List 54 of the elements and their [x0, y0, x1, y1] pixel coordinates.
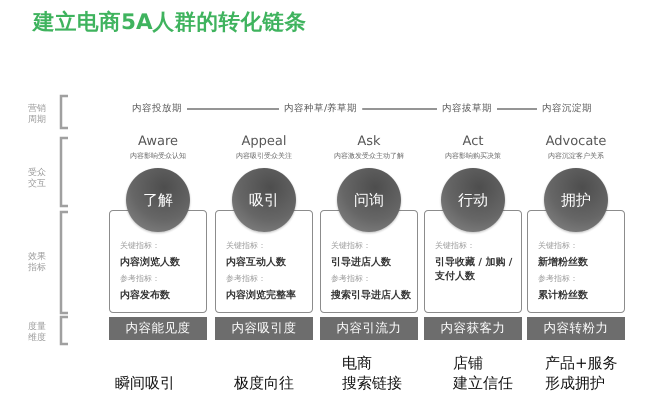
connector-line — [187, 108, 279, 110]
row-label: 营销周期 — [28, 104, 47, 126]
stage-circle: 吸引 — [232, 168, 296, 232]
stage-heading: Ask — [357, 134, 381, 149]
row-label: 度量维度 — [28, 322, 47, 344]
note-text: 建立信任 — [453, 374, 513, 392]
metric-bar: 内容获客力 — [424, 317, 522, 340]
note-text: 产品+服务 — [545, 354, 618, 372]
metric-label: 参考指标： — [538, 273, 579, 285]
metric-card — [109, 210, 207, 313]
metric-value: 累计粉丝数 — [538, 289, 589, 303]
stage-circle: 问询 — [337, 168, 401, 232]
note-text: 形成拥护 — [545, 374, 605, 392]
metric-label: 参考指标： — [120, 273, 161, 285]
metric-card — [527, 210, 625, 313]
stage-circle: 拥护 — [544, 168, 608, 232]
metric-card — [424, 210, 522, 313]
row-label: 效果指标 — [28, 252, 47, 274]
metric-bar: 内容吸引度 — [215, 317, 313, 340]
metric-label: 参考指标： — [331, 273, 372, 285]
metric-value: 引导收藏 / 加购 / 支付人数 — [435, 256, 514, 284]
connector-line — [497, 108, 537, 110]
metric-value: 搜索引导进店人数 — [331, 289, 412, 303]
page-title: 建立电商5A人群的转化链条 — [33, 9, 307, 37]
metric-label: 关键指标： — [331, 240, 372, 252]
metric-value: 引导进店人数 — [331, 256, 392, 270]
note-text: 电商 — [342, 354, 372, 372]
metric-value: 内容浏览完整率 — [226, 289, 297, 303]
stage-circle: 行动 — [441, 168, 505, 232]
metric-label: 关键指标： — [120, 240, 161, 252]
metric-card — [320, 210, 418, 313]
metric-card — [215, 210, 313, 313]
metric-bar: 内容引流力 — [320, 317, 418, 340]
metric-bar: 内容转粉力 — [527, 317, 625, 340]
metric-label: 参考指标： — [226, 273, 267, 285]
metric-value: 新增粉丝数 — [538, 256, 589, 270]
metric-label: 关键指标： — [226, 240, 267, 252]
metric-value: 内容浏览人数 — [120, 256, 181, 270]
note-text: 极度向往 — [234, 374, 294, 392]
stage-heading: Aware — [138, 134, 178, 149]
row-label: 受众交互 — [28, 168, 47, 190]
metric-label: 关键指标： — [538, 240, 579, 252]
stage-heading: Advocate — [546, 134, 606, 149]
note-text: 搜索链接 — [342, 374, 402, 392]
metric-value: 内容发布数 — [120, 289, 171, 303]
note-text: 瞬间吸引 — [115, 374, 175, 392]
metric-label: 关键指标： — [435, 240, 476, 252]
note-text: 店铺 — [453, 354, 483, 372]
stage-heading: Act — [462, 134, 484, 149]
stage-heading: Appeal — [242, 134, 286, 149]
connector-line — [362, 108, 437, 110]
metric-bar: 内容能见度 — [109, 317, 207, 340]
metric-value: 内容互动人数 — [226, 256, 287, 270]
stage-circle: 了解 — [126, 168, 190, 232]
